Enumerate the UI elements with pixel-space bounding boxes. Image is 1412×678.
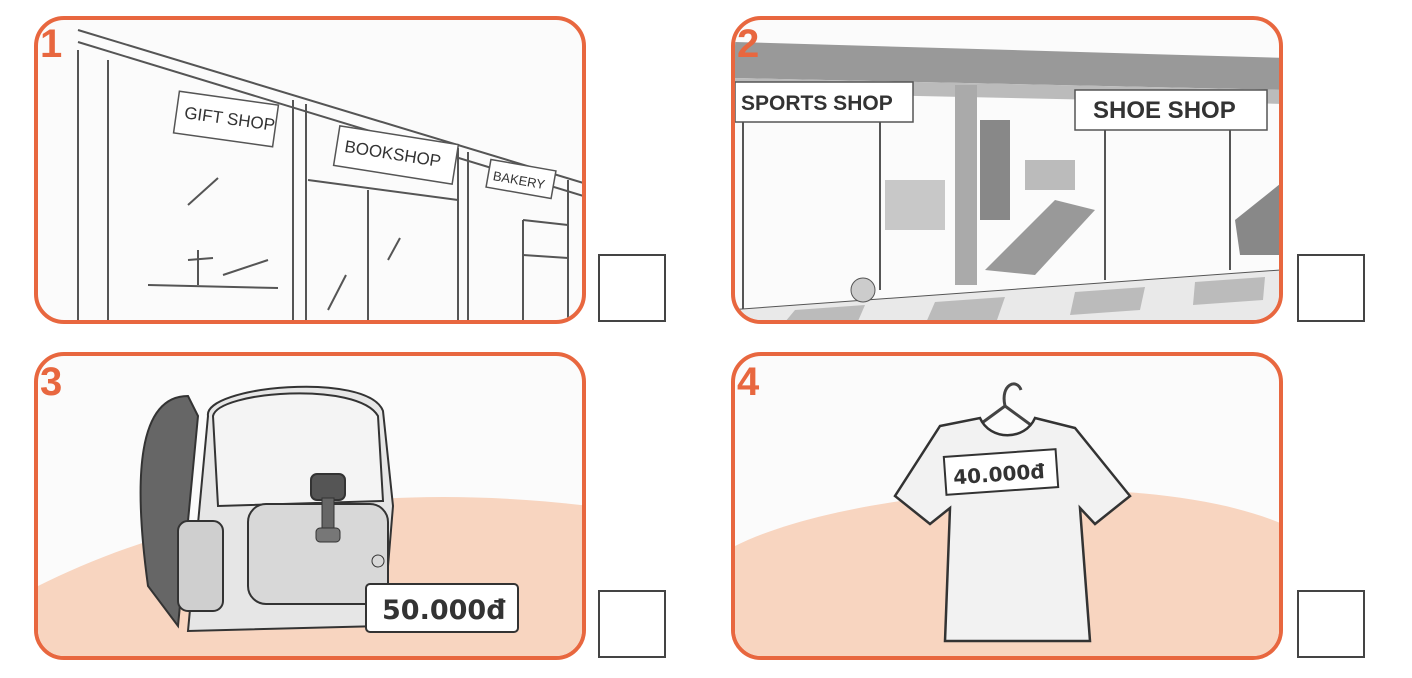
answer-box-2[interactable] <box>1297 254 1365 322</box>
picture-card-2: SPORTS SHOP SHOE SHOP <box>731 16 1283 324</box>
backpack-price-tag: 50.000đ <box>382 595 506 626</box>
picture-card-4: 40.000đ <box>731 352 1283 660</box>
answer-box-3[interactable] <box>598 590 666 658</box>
item-number-1: 1 <box>40 22 63 66</box>
shopfront-illustration: SPORTS SHOP SHOE SHOP <box>735 42 1279 320</box>
item-number-2: 2 <box>737 22 760 66</box>
shopfront-illustration: GIFT SHOP BOOKSHOP BAKERY <box>77 29 582 320</box>
sports-shop-sign: SPORTS SHOP <box>741 92 893 115</box>
backpack-illustration: 50.000đ <box>38 385 582 656</box>
item-number-3: 3 <box>40 360 63 404</box>
item-number-4: 4 <box>737 360 760 404</box>
answer-box-4[interactable] <box>1297 590 1365 658</box>
picture-card-3: 50.000đ <box>34 352 586 660</box>
tshirt-illustration: 40.000đ <box>735 382 1279 656</box>
picture-card-1: GIFT SHOP BOOKSHOP BAKERY <box>34 16 586 324</box>
backpack-icon <box>139 385 395 633</box>
shoe-shop-sign: SHOE SHOP <box>1093 97 1236 124</box>
answer-box-1[interactable] <box>598 254 666 322</box>
hanger-icon <box>974 382 1036 430</box>
